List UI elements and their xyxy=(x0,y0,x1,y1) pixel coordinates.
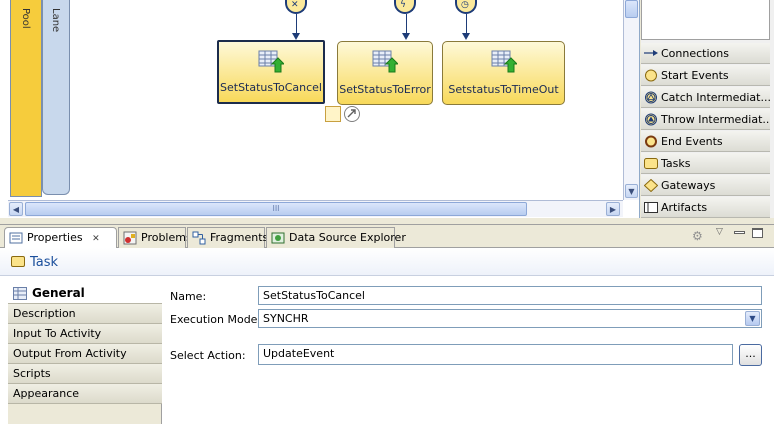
scroll-right-icon[interactable]: ▶ xyxy=(606,202,620,216)
problems-icon xyxy=(123,231,137,245)
sequence-flow[interactable] xyxy=(296,14,297,34)
properties-title: Task xyxy=(30,255,59,270)
palette-item-artifacts[interactable]: Artifacts xyxy=(641,197,770,218)
palette-item-tasks[interactable]: Tasks xyxy=(641,153,770,174)
task-label: SetStatusToError xyxy=(339,83,431,96)
tab-problems[interactable]: Problems xyxy=(118,227,192,248)
palette-item-gateways[interactable]: Gateways xyxy=(641,175,770,196)
fragments-icon xyxy=(192,231,206,245)
browse-button[interactable]: ... xyxy=(739,344,762,366)
view-menu-icon[interactable]: ▽ xyxy=(716,227,723,237)
data-source-icon xyxy=(271,232,285,244)
error-event-icon[interactable]: ϟ xyxy=(394,0,416,14)
view-tab-bar: Properties ✕ Problems Fragments Data Sou… xyxy=(0,224,774,248)
chevron-down-icon[interactable]: ▼ xyxy=(745,311,760,326)
palette-item-end-events[interactable]: End Events xyxy=(641,131,770,152)
sequence-flow[interactable] xyxy=(406,14,407,34)
task-set-status-to-timeout[interactable]: SetstatusToTimeOut xyxy=(442,41,565,105)
task-set-status-to-error[interactable]: SetStatusToError xyxy=(337,41,433,105)
side-tab-scripts[interactable]: Scripts xyxy=(8,364,162,384)
arrow-icon xyxy=(292,33,300,40)
scroll-thumb[interactable]: III xyxy=(25,202,527,216)
palette-item-connections[interactable]: Connections xyxy=(641,43,770,64)
tab-properties[interactable]: Properties ✕ xyxy=(4,227,117,248)
gateway-icon xyxy=(644,179,658,192)
pool[interactable]: Pool xyxy=(10,0,42,197)
name-field[interactable]: SetStatusToCancel xyxy=(258,286,762,305)
task-label: SetStatusToCancel xyxy=(220,81,322,94)
minimize-icon[interactable] xyxy=(734,231,745,234)
scroll-left-icon[interactable]: ◀ xyxy=(9,202,23,216)
task-grid-icon xyxy=(372,50,398,73)
palette: Connections Start Events Catch Intermedi… xyxy=(641,0,774,218)
side-tab-general[interactable]: General xyxy=(8,284,162,304)
vertical-scrollbar[interactable]: ▼ xyxy=(623,0,639,200)
task-set-status-to-cancel[interactable]: SetStatusToCancel xyxy=(217,40,325,104)
execution-mode-select[interactable]: SYNCHR ▼ xyxy=(258,309,762,328)
palette-item-catch-intermediate[interactable]: Catch Intermediat... xyxy=(641,87,770,108)
throw-event-icon xyxy=(645,113,657,126)
palette-tools-area xyxy=(641,0,770,40)
lane-label: Lane xyxy=(50,8,61,33)
pool-label: Pool xyxy=(20,8,31,29)
side-tab-input-to-activity[interactable]: Input To Activity xyxy=(8,324,162,344)
properties-panel: Task General Description Input To Activi… xyxy=(0,248,774,424)
properties-side-tabs: General Description Input To Activity Ou… xyxy=(8,284,162,424)
end-event-icon xyxy=(645,135,657,148)
arrow-icon xyxy=(644,50,658,56)
task-icon xyxy=(644,158,658,169)
tab-data-source-explorer[interactable]: Data Source Explorer xyxy=(266,227,406,248)
execution-mode-label: Execution Mode: xyxy=(170,313,262,326)
catch-event-icon xyxy=(645,91,657,104)
close-icon[interactable]: ✕ xyxy=(92,234,100,244)
name-label: Name: xyxy=(170,290,207,303)
arrow-icon xyxy=(402,33,410,40)
artifact-icon xyxy=(644,202,658,213)
properties-icon xyxy=(9,232,23,244)
diagram-canvas[interactable]: Pool Lane ✕ ϟ ◷ SetStatusToCancel SetSta… xyxy=(0,0,640,218)
general-grid-icon xyxy=(13,287,27,300)
side-tab-appearance[interactable]: Appearance xyxy=(8,384,162,404)
connection-handle-icon[interactable] xyxy=(344,106,360,122)
link-icon[interactable]: ⚙ xyxy=(692,229,703,243)
scroll-thumb[interactable] xyxy=(625,0,638,18)
lane[interactable]: Lane xyxy=(42,0,70,195)
horizontal-scrollbar[interactable]: ◀ III ▶ xyxy=(8,200,623,217)
side-tab-output-from-activity[interactable]: Output From Activity xyxy=(8,344,162,364)
start-event-icon xyxy=(645,69,657,82)
side-tab-description[interactable]: Description xyxy=(8,304,162,324)
cancel-event-icon[interactable]: ✕ xyxy=(285,0,307,14)
palette-item-start-events[interactable]: Start Events xyxy=(641,65,770,86)
append-task-handle-icon[interactable] xyxy=(325,106,341,122)
task-grid-icon xyxy=(258,50,284,73)
scroll-down-icon[interactable]: ▼ xyxy=(625,184,638,198)
tab-fragments[interactable]: Fragments xyxy=(187,227,268,248)
arrow-icon xyxy=(462,33,470,40)
maximize-icon[interactable] xyxy=(752,228,763,238)
task-label: SetstatusToTimeOut xyxy=(448,83,559,96)
select-action-field[interactable]: UpdateEvent xyxy=(258,344,733,365)
palette-item-throw-intermediate[interactable]: Throw Intermediat... xyxy=(641,109,770,130)
timer-event-icon[interactable]: ◷ xyxy=(455,0,477,14)
properties-header: Task xyxy=(0,248,774,276)
task-icon xyxy=(11,256,25,267)
sequence-flow[interactable] xyxy=(466,14,467,34)
task-grid-icon xyxy=(491,50,517,73)
select-action-label: Select Action: xyxy=(170,349,246,362)
